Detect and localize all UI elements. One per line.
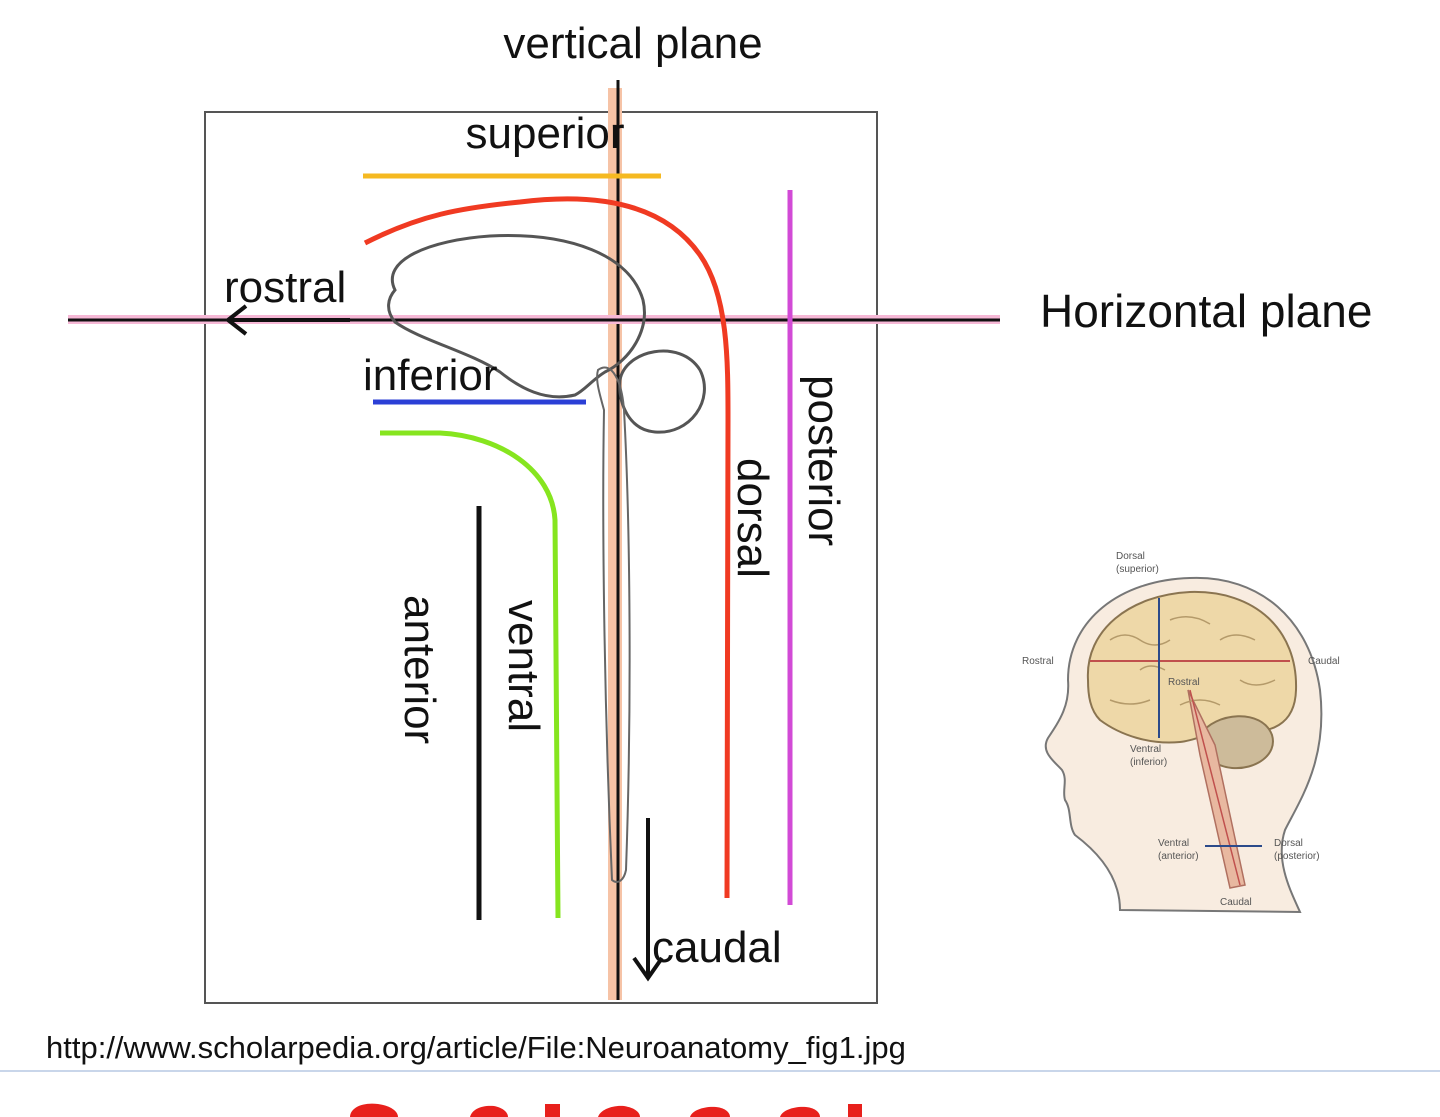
inset-ventral-anterior-2: (anterior) <box>1158 851 1199 862</box>
diagram-frame <box>204 111 878 1004</box>
inset-dorsal-posterior-2: (posterior) <box>1274 851 1320 862</box>
inset-head-illustration: Dorsal (superior) Rostral Caudal Rostral… <box>1022 551 1340 914</box>
footer-heading-clipped <box>350 1103 862 1117</box>
vertical-plane-label: vertical plane <box>503 19 762 68</box>
superior-label: superior <box>466 109 625 158</box>
caudal-label: caudal <box>652 923 782 972</box>
inset-rostral-inner: Rostral <box>1168 677 1200 688</box>
anterior-label: anterior <box>395 595 444 744</box>
inset-rostral: Rostral <box>1022 656 1054 667</box>
inset-caudal: Caudal <box>1308 656 1340 667</box>
forebrain-outline <box>387 234 646 399</box>
inset-caudal-bottom: Caudal <box>1220 897 1252 908</box>
inset-ventral-inferior-1: Ventral <box>1130 744 1161 755</box>
inset-dorsal-superior-2: (superior) <box>1116 564 1159 575</box>
inset-brainstem-axis <box>1189 689 1241 886</box>
inset-ventral-anterior-1: Ventral <box>1158 838 1189 849</box>
brain-shape <box>1086 590 1298 744</box>
dorsal-label: dorsal <box>728 458 777 578</box>
caudal-arrow-head <box>632 956 664 982</box>
vertical-plane-band <box>608 88 622 1000</box>
cerebellum-outline <box>618 349 706 434</box>
source-url: http://www.scholarpedia.org/article/File… <box>46 1030 906 1065</box>
inferior-label: inferior <box>363 351 498 400</box>
dorsal-curve <box>363 196 731 899</box>
brain-sulci <box>1109 616 1276 706</box>
rostral-label: rostral <box>224 263 346 312</box>
inset-ventral-inferior-2: (inferior) <box>1130 757 1167 768</box>
inset-dorsal-superior-1: Dorsal <box>1116 551 1145 562</box>
posterior-label: posterior <box>799 375 848 546</box>
spinal-cord-outline <box>596 366 631 883</box>
ventral-label: ventral <box>499 600 548 732</box>
horizontal-plane-label: Horizontal plane <box>1040 285 1372 337</box>
inset-dorsal-posterior-1: Dorsal <box>1274 838 1303 849</box>
ventral-curve <box>380 430 561 919</box>
rostral-arrow-head <box>224 304 248 336</box>
